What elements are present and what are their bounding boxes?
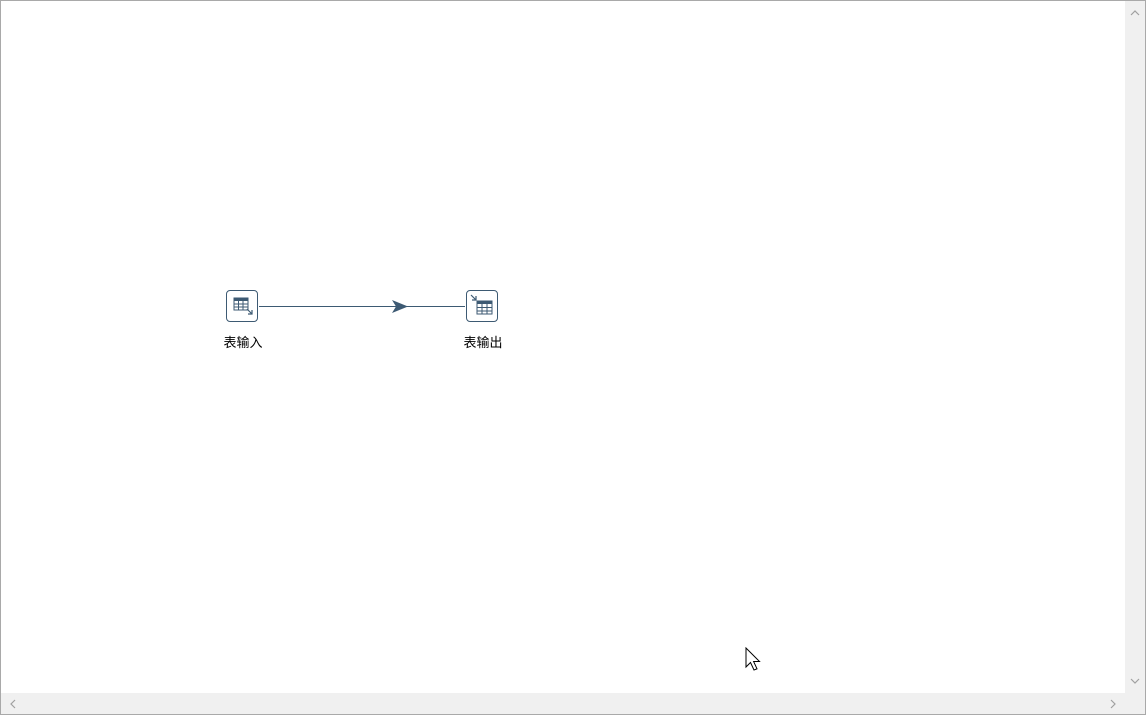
scroll-right-icon[interactable] [1105,696,1121,712]
scroll-left-icon[interactable] [5,696,21,712]
scroll-up-icon[interactable] [1127,5,1143,21]
scrollbar-corner [1125,693,1145,714]
hop-arrow-icon [392,300,408,313]
horizontal-scrollbar[interactable] [1,693,1125,714]
vertical-scrollbar[interactable] [1125,1,1145,693]
transformation-canvas[interactable]: 表输入 表输出 [1,1,1125,693]
table-output-icon[interactable] [466,290,498,322]
hop-connector-svg [259,300,465,313]
table-input-icon[interactable] [226,290,258,322]
step-label-table-input: 表输入 [223,336,263,351]
mouse-cursor-icon [745,647,761,671]
step-label-table-output: 表输出 [463,336,503,351]
scroll-down-icon[interactable] [1127,673,1143,689]
